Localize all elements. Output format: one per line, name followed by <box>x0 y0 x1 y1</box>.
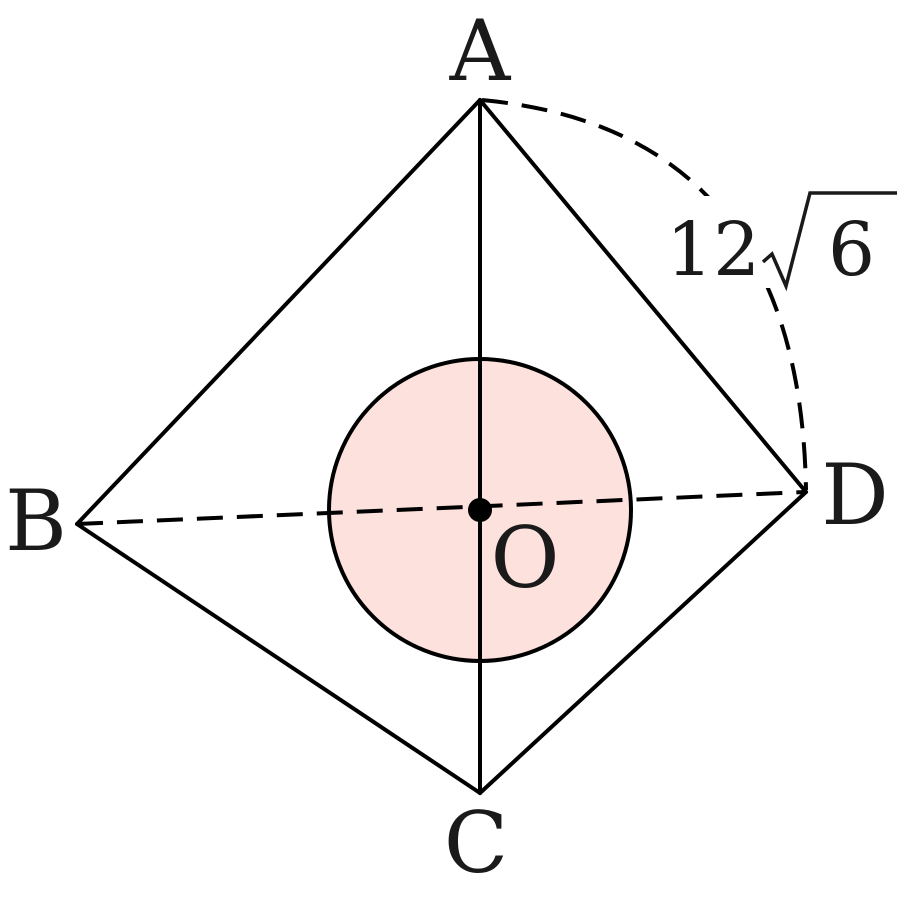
label-b: B <box>5 472 67 570</box>
dimension-arc-ad <box>481 98 808 491</box>
label-a: A <box>449 2 512 100</box>
edge-bd-hidden <box>76 490 807 526</box>
measurement-radicand: 6 <box>828 207 875 293</box>
label-c: C <box>444 794 508 892</box>
radical-sign-icon <box>761 191 897 292</box>
edge-bc <box>75 522 482 795</box>
edge-cd <box>478 490 808 795</box>
label-d: D <box>821 446 888 544</box>
edge-ad <box>478 98 808 494</box>
label-o: O <box>491 509 560 607</box>
measurement-coefficient: 12 <box>666 207 760 293</box>
edge-ab <box>75 98 482 526</box>
measurement-label: 12 6 <box>662 191 897 293</box>
center-point-o <box>468 498 492 522</box>
